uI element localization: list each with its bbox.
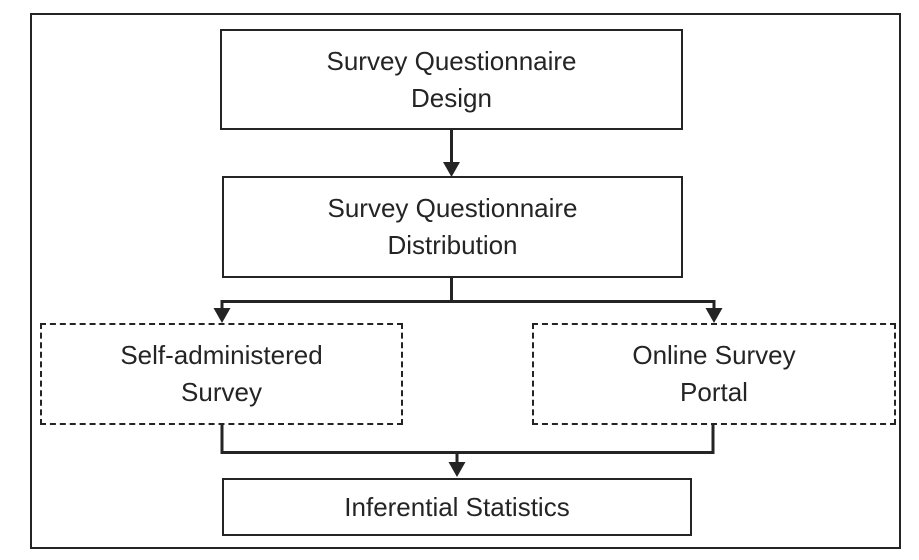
node-self-administered-survey: Self-administered Survey: [40, 323, 403, 425]
arrow-design-to-distribution-head: [443, 162, 460, 177]
node-label-line: Design: [411, 82, 492, 113]
merge-to-inferential-line: [220, 425, 715, 464]
node-label-line: Online Survey: [632, 340, 796, 370]
node-label-line: Inferential Statistics: [344, 491, 570, 522]
node-survey-questionnaire-distribution: Survey Questionnaire Distribution: [222, 176, 683, 278]
node-label-line: Survey Questionnaire: [327, 193, 578, 223]
node-label-line: Self-administered: [120, 340, 323, 370]
node-label-line: Survey: [181, 377, 262, 407]
node-survey-questionnaire-design: Survey Questionnaire Design: [220, 29, 683, 130]
arrow-to-inferential-head: [448, 462, 466, 477]
node-online-survey-portal: Online Survey Portal: [532, 323, 896, 425]
node-label-line: Survey Questionnaire: [326, 45, 577, 76]
arrow-to-online-portal-head: [705, 308, 723, 323]
branch-distribution-line: [220, 278, 716, 312]
node-label-line: Distribution: [387, 230, 518, 260]
node-inferential-statistics: Inferential Statistics: [222, 478, 692, 536]
arrow-to-self-administered-head: [213, 308, 231, 323]
figure-border: [30, 13, 901, 549]
node-label-line: Portal: [680, 377, 748, 407]
